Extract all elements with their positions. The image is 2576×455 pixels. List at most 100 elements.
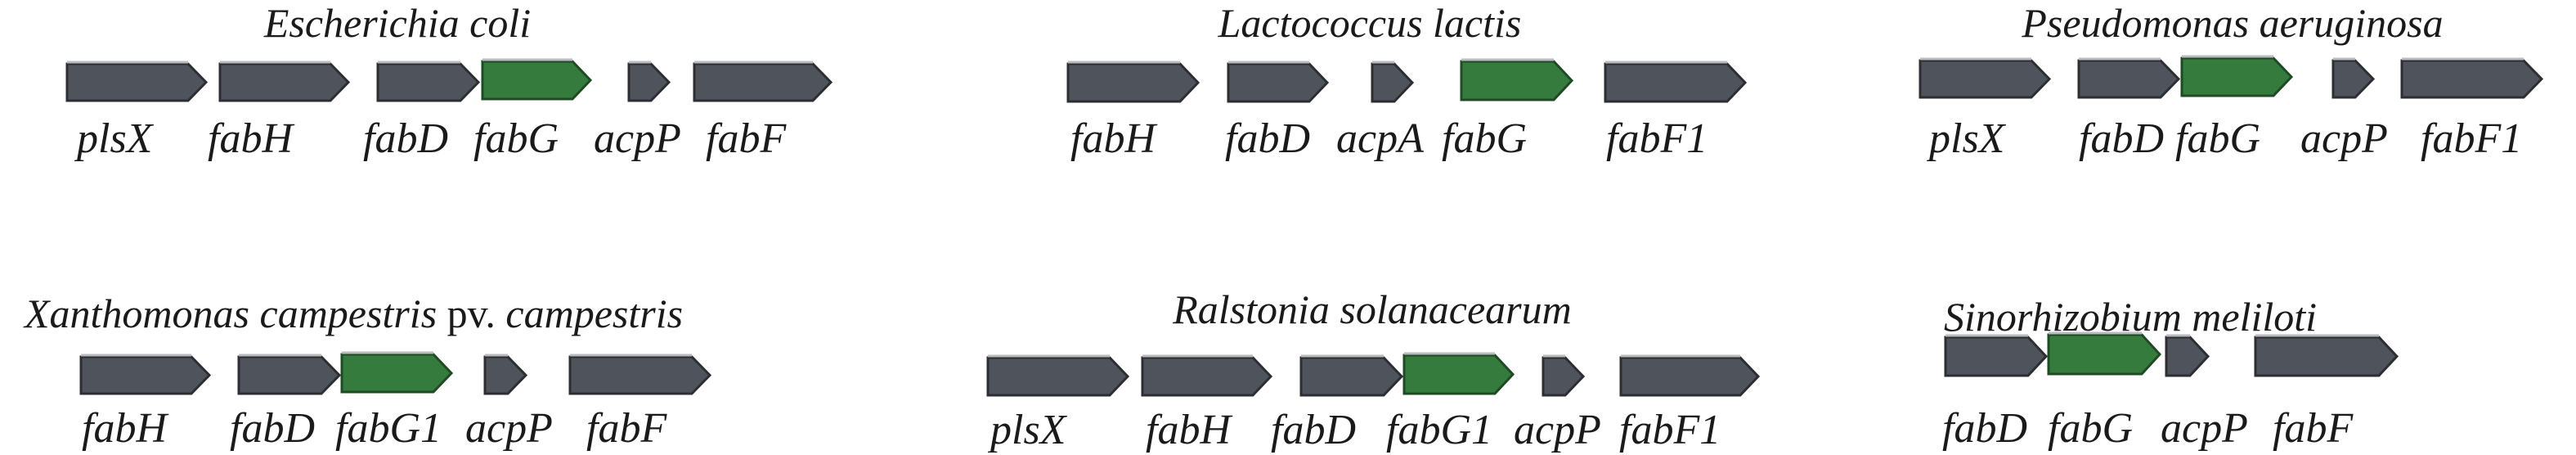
gene-arrow-acpP bbox=[627, 61, 671, 102]
gene-label-fabH: fabH bbox=[1146, 407, 1232, 453]
gene-arrow-shape bbox=[2331, 59, 2376, 99]
gene-arrow-fabG1 bbox=[1402, 352, 1515, 395]
gene-label-fabF1: fabF1 bbox=[1619, 407, 1721, 453]
gene-arrow-acpA bbox=[1371, 61, 1415, 103]
gene-arrow-shape bbox=[1460, 60, 1574, 101]
gene-arrow-fabD bbox=[376, 61, 481, 102]
gene-arrow-fabH bbox=[79, 354, 212, 395]
gene-label-acpP: acpP bbox=[2161, 405, 2248, 452]
gene-label-fabD: fabD bbox=[363, 115, 448, 162]
gene-arrow-shape bbox=[237, 355, 342, 395]
gene-arrow-shape bbox=[483, 355, 528, 395]
gene-arrow-fabF bbox=[568, 354, 712, 395]
gene-arrow-shape bbox=[79, 355, 212, 395]
gene-cluster-escherichia-coli bbox=[65, 58, 833, 102]
gene-arrow-shape bbox=[218, 62, 351, 102]
gene-arrow-fabG1 bbox=[340, 351, 454, 394]
gene-arrow-plsX bbox=[65, 61, 209, 102]
gene-arrow-shape bbox=[1604, 62, 1748, 103]
gene-label-plsX: plsX bbox=[987, 407, 1068, 453]
pathovar-name: campestris bbox=[505, 291, 683, 336]
panel-title-escherichia-coli: Escherichia coli bbox=[263, 0, 531, 46]
gene-arrows-layer bbox=[65, 55, 2544, 397]
gene-arrow-fabF1 bbox=[1604, 61, 1748, 103]
gene-arrow-shape bbox=[481, 60, 593, 101]
gene-arrow-fabF1 bbox=[2400, 57, 2544, 99]
gene-label-plsX: plsX bbox=[1926, 115, 2007, 162]
gene-label-fabD: fabD bbox=[2079, 115, 2164, 162]
panel-title-lactococcus-lactis: Lactococcus lactis bbox=[1218, 0, 1522, 46]
gene-label-acpP: acpP bbox=[465, 405, 553, 452]
gene-arrow-acpP bbox=[1542, 354, 1586, 397]
gene-label-acpA: acpA bbox=[1336, 115, 1424, 162]
gene-cluster-ralstonia-solanacearum bbox=[986, 352, 1761, 397]
gene-arrow-fabD bbox=[1299, 354, 1404, 397]
gene-arrow-fabF bbox=[2254, 334, 2399, 377]
gene-arrow-fabH bbox=[218, 61, 351, 102]
gene-arrow-fabF1 bbox=[1619, 354, 1761, 397]
gene-arrow-shape bbox=[693, 62, 833, 102]
gene-arrow-fabD bbox=[237, 354, 342, 395]
gene-label-fabD: fabD bbox=[230, 405, 315, 452]
gene-label-fabG: fabG bbox=[2175, 115, 2260, 162]
gene-label-fabD: fabD bbox=[1271, 407, 1356, 453]
gene-arrow-shape bbox=[2165, 336, 2210, 377]
gene-arrow-shape bbox=[2180, 56, 2294, 97]
gene-label-fabF1: fabF1 bbox=[2421, 115, 2522, 162]
gene-arrow-shape bbox=[568, 355, 712, 395]
gene-label-fabD: fabD bbox=[1225, 115, 1310, 162]
gene-arrow-plsX bbox=[986, 354, 1130, 397]
gene-arrow-shape bbox=[1944, 336, 2049, 377]
gene-label-fabH: fabH bbox=[1070, 115, 1157, 162]
panel-title-ralstonia-solanacearum: Ralstonia solanacearum bbox=[1172, 286, 1571, 332]
gene-arrow-shape bbox=[2254, 336, 2399, 377]
gene-label-fabG: fabG bbox=[1442, 115, 1527, 162]
pathovar-abbrev: pv. bbox=[447, 291, 496, 336]
gene-arrow-shape bbox=[2077, 59, 2181, 99]
gene-arrow-shape bbox=[1619, 356, 1761, 397]
gene-arrow-shape bbox=[627, 62, 671, 102]
gene-arrow-fabD bbox=[1227, 61, 1330, 103]
gene-arrow-fabH bbox=[1066, 61, 1200, 103]
species-name: Xanthomonas campestris bbox=[23, 291, 437, 336]
gene-arrow-shape bbox=[65, 62, 209, 102]
gene-label-fabG1: fabG1 bbox=[335, 405, 442, 452]
gene-cluster-lactococcus-lactis bbox=[1066, 58, 1748, 103]
gene-arrow-fabF bbox=[693, 61, 833, 102]
gene-arrow-fabG bbox=[2047, 331, 2162, 376]
gene-label-fabH: fabH bbox=[208, 115, 294, 162]
gene-arrow-shape bbox=[1542, 356, 1586, 397]
gene-arrow-shape bbox=[986, 356, 1130, 397]
gene-arrow-fabH bbox=[1141, 354, 1273, 397]
gene-arrow-fabD bbox=[1944, 334, 2049, 377]
gene-label-fabD: fabD bbox=[1942, 405, 2027, 452]
gene-label-fabG: fabG bbox=[2048, 405, 2133, 452]
gene-label-fabH: fabH bbox=[82, 405, 168, 452]
gene-label-fabF: fabF bbox=[2273, 405, 2354, 452]
gene-arrow-shape bbox=[1402, 354, 1515, 395]
gene-label-fabG: fabG bbox=[473, 115, 559, 162]
gene-arrow-plsX bbox=[1919, 57, 2052, 99]
gene-arrow-fabG bbox=[2180, 55, 2294, 97]
gene-label-fabF: fabF bbox=[586, 405, 667, 452]
gene-cluster-pseudomonas-aeruginosa bbox=[1919, 55, 2544, 99]
gene-arrow-shape bbox=[1227, 62, 1330, 103]
panel-title-pseudomonas-aeruginosa: Pseudomonas aeruginosa bbox=[2021, 0, 2443, 46]
gene-arrow-shape bbox=[2047, 333, 2162, 376]
gene-arrow-shape bbox=[376, 62, 481, 102]
gene-arrow-acpP bbox=[483, 354, 528, 395]
gene-arrow-fabG bbox=[1460, 58, 1574, 101]
gene-cluster-xanthomonas-campestris bbox=[79, 351, 712, 395]
panel-title-xanthomonas-campestris: Xanthomonas campestris pv. campestris bbox=[23, 291, 683, 336]
gene-arrow-fabG bbox=[481, 58, 593, 101]
gene-label-acpP: acpP bbox=[594, 115, 681, 162]
gene-label-plsX: plsX bbox=[74, 115, 155, 162]
gene-label-fabF1: fabF1 bbox=[1606, 115, 1708, 162]
gene-arrow-shape bbox=[1299, 356, 1404, 397]
gene-arrow-acpP bbox=[2331, 57, 2376, 99]
gene-arrow-shape bbox=[2400, 59, 2544, 99]
gene-cluster-sinorhizobium-meliloti bbox=[1944, 331, 2399, 377]
gene-label-acpP: acpP bbox=[1514, 407, 1601, 453]
